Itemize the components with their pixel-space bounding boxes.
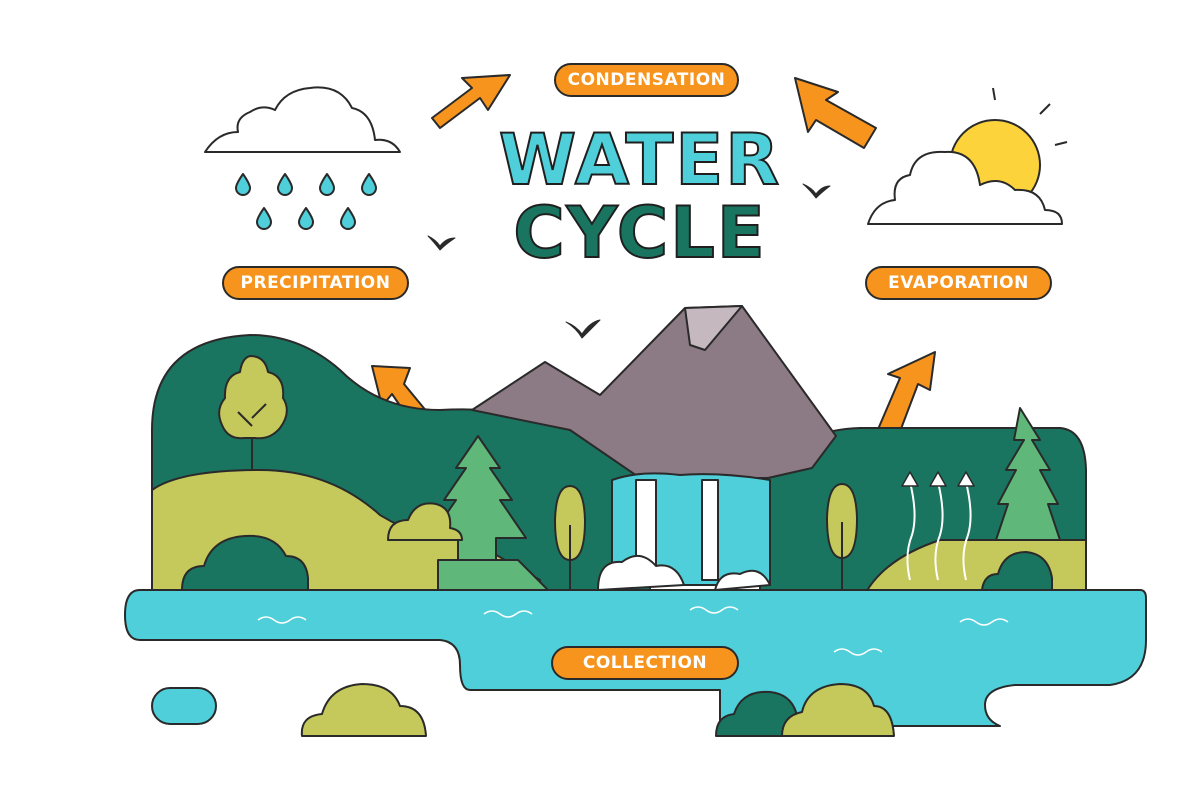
title-cycle: CYCLE bbox=[512, 192, 767, 274]
sun-cloud-icon bbox=[867, 87, 1068, 225]
evaporation-label: EVAPORATION bbox=[865, 266, 1052, 300]
bird-icon bbox=[427, 183, 831, 339]
precipitation-label: PRECIPITATION bbox=[222, 266, 409, 300]
water-ripples bbox=[257, 606, 1009, 716]
collection-label: COLLECTION bbox=[551, 646, 739, 680]
rain-drops bbox=[235, 173, 377, 230]
condensation-label: CONDENSATION bbox=[554, 63, 739, 97]
waterfall-icon bbox=[597, 472, 771, 591]
bush-icon bbox=[181, 502, 1053, 591]
title-water: WATER bbox=[498, 119, 782, 201]
steam-arrows-icon bbox=[906, 481, 972, 581]
mountain bbox=[471, 305, 837, 479]
rain-cloud-icon bbox=[204, 86, 401, 153]
arrow-icon bbox=[371, 74, 936, 443]
foreground-bush-icon bbox=[300, 683, 895, 737]
